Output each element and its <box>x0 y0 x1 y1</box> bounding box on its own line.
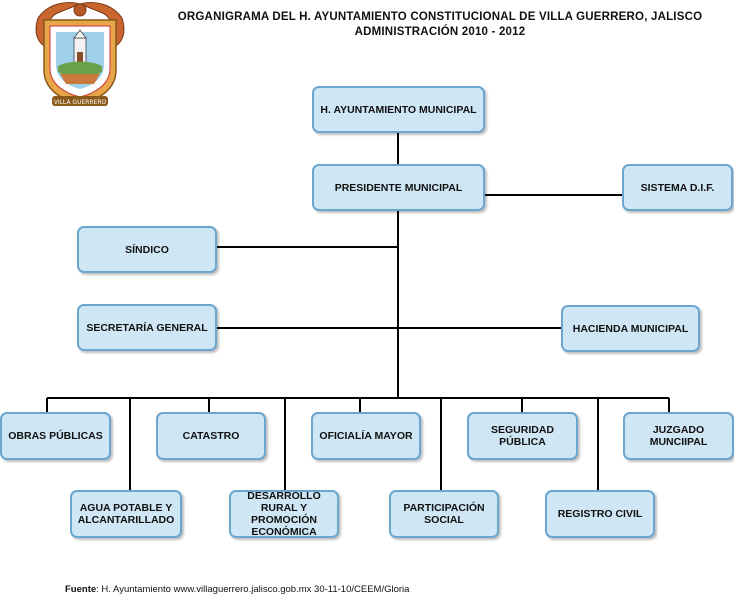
node-juzgado-municipal[interactable]: JUZGADO MUNCIIPAL <box>623 412 734 460</box>
node-registro-civil[interactable]: REGISTRO CIVIL <box>545 490 655 538</box>
node-h-ayuntamiento-municipal[interactable]: H. AYUNTAMIENTO MUNICIPAL <box>312 86 485 133</box>
footer-label: Fuente <box>65 584 97 595</box>
node-catastro[interactable]: CATASTRO <box>156 412 266 460</box>
source-footer: Fuente: H. Ayuntamiento www.villaguerrer… <box>65 584 409 595</box>
node-desarrollo-rural[interactable]: DESARROLLO RURAL Y PROMOCIÓN ECONÓMICA <box>229 490 339 538</box>
svg-text:VILLA GUERRERO: VILLA GUERRERO <box>54 99 107 106</box>
node-sistema-dif[interactable]: SISTEMA D.I.F. <box>622 164 733 211</box>
chart-subtitle: ADMINISTRACIÓN 2010 - 2012 <box>354 26 526 38</box>
node-hacienda-municipal[interactable]: HACIENDA MUNICIPAL <box>561 305 700 352</box>
node-obras-publicas[interactable]: OBRAS PÚBLICAS <box>0 412 111 460</box>
node-seguridad-publica[interactable]: SEGURIDAD PÚBLICA <box>467 412 578 460</box>
coat-of-arms-logo: VILLA GUERRERO <box>35 2 125 106</box>
node-presidente-municipal[interactable]: PRESIDENTE MUNICIPAL <box>312 164 485 211</box>
footer-text: : H. Ayuntamiento www.villaguerrero.jali… <box>96 584 410 595</box>
node-participacion-social[interactable]: PARTICIPACIÓN SOCIAL <box>389 490 499 538</box>
node-sindico[interactable]: SÍNDICO <box>77 226 217 273</box>
node-oficialia-mayor[interactable]: OFICIALÍA MAYOR <box>311 412 421 460</box>
node-agua-potable-alcantarillado[interactable]: AGUA POTABLE Y ALCANTARILLADO <box>70 490 182 538</box>
node-secretaria-general[interactable]: SECRETARÍA GENERAL <box>77 304 217 351</box>
chart-title: ORGANIGRAMA DEL H. AYUNTAMIENTO CONSTITU… <box>177 11 703 23</box>
